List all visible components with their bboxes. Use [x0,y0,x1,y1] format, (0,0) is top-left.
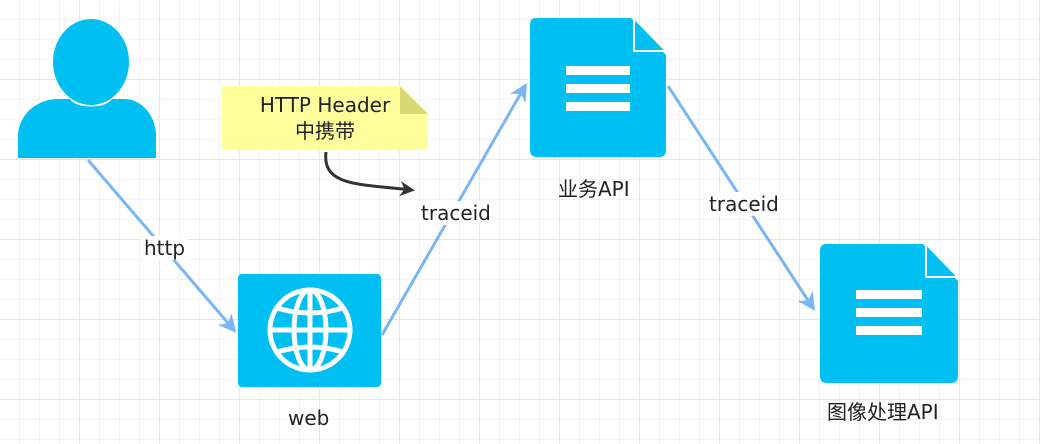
document-icon [856,290,922,335]
note-line-1: HTTP Header [259,93,391,117]
edge-label-traceid-1: traceid [418,201,494,225]
user-icon[interactable] [18,19,156,158]
image-api-node[interactable] [820,241,961,383]
globe-icon [267,287,353,373]
web-node[interactable] [238,274,381,387]
edge-label-traceid-2: traceid [706,192,782,216]
note-text: HTTP Header 中携带 [222,86,428,150]
image-api-label: 图像处理API [827,400,939,424]
business-api-label: 业务API [558,177,630,201]
edge-label-http: http [141,236,189,260]
note-line-2: 中携带 [295,119,355,143]
note-shape[interactable] [222,86,428,150]
note-pointer-arrow[interactable] [324,151,415,197]
web-node-label: web [288,406,330,430]
business-api-node[interactable] [530,15,669,157]
document-icon [566,66,630,111]
